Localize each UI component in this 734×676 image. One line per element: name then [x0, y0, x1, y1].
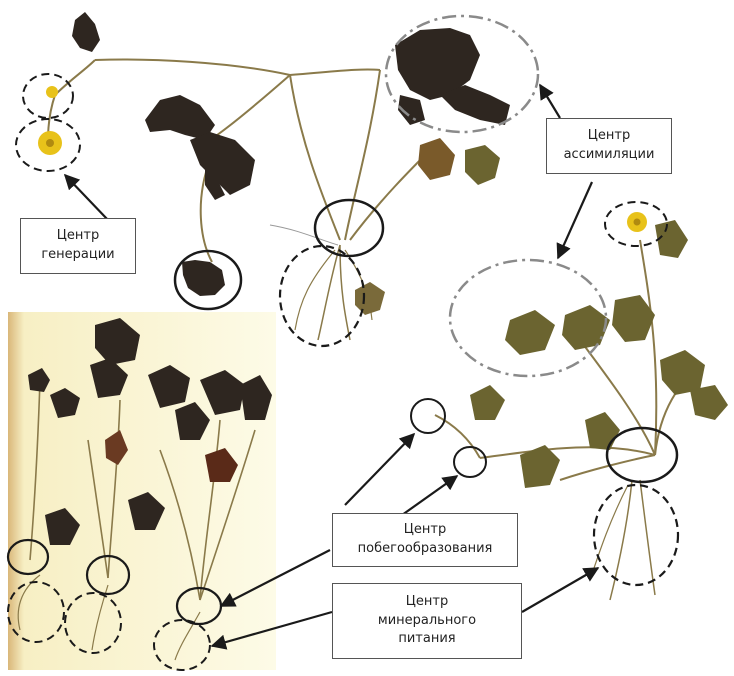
label-mineral-nutrition-line3: питания: [398, 630, 455, 649]
arrow-assimilation-bottom: [558, 182, 592, 258]
label-shoot-formation-center: Центр побегообразования: [332, 513, 518, 567]
label-mineral-nutrition-line2: минерального: [378, 612, 476, 631]
arrow-assimilation-top: [540, 85, 560, 118]
right-plant-flower: [627, 212, 647, 232]
label-assimilation-center: Центр ассимиляции: [546, 118, 672, 174]
mineral-zone-circle-right: [594, 485, 678, 585]
shoot-zone-circle-right-small-1: [411, 399, 445, 433]
label-generation-line2: генерации: [41, 246, 114, 265]
shoot-zone-circle-right: [607, 428, 677, 482]
mineral-zone-circle-top: [280, 246, 364, 346]
right-plant-leaves: [470, 220, 728, 488]
arrow-shoot-1: [345, 434, 414, 505]
shoot-zone-circle-right-small-2: [454, 447, 486, 477]
label-shoot-formation-line2: побегообразования: [358, 540, 493, 559]
label-assimilation-line2: ассимиляции: [564, 146, 655, 165]
label-generation-line1: Центр: [57, 227, 99, 246]
label-shoot-formation-line1: Центр: [404, 521, 446, 540]
top-plant-leaves-olive: [355, 138, 500, 315]
arrow-mineral-1: [522, 568, 598, 612]
label-generation-center: Центр генерации: [20, 218, 136, 274]
label-mineral-nutrition-line1: Центр: [406, 593, 448, 612]
label-mineral-nutrition-center: Центр минерального питания: [332, 583, 522, 659]
label-assimilation-line1: Центр: [588, 127, 630, 146]
arrow-generation: [65, 175, 108, 220]
shoot-zone-circle-top: [315, 200, 383, 256]
